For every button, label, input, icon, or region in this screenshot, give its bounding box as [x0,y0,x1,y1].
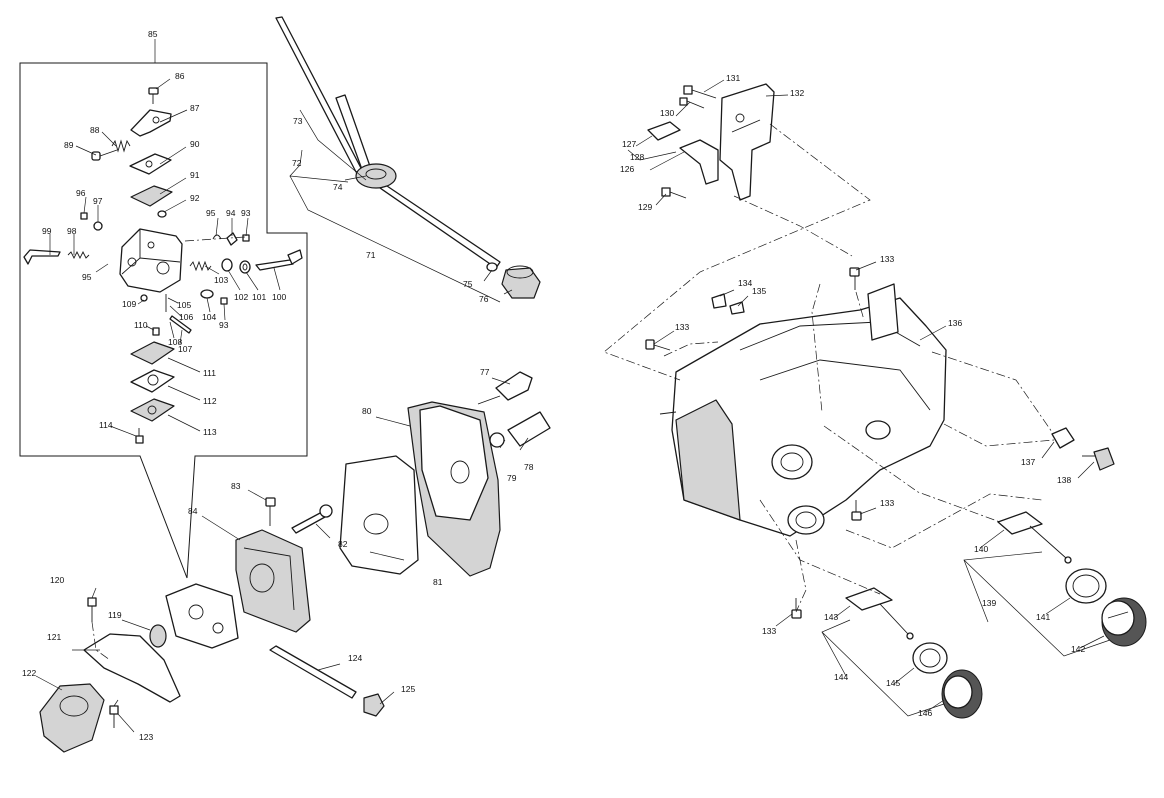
callout-label: 93 [241,208,251,218]
callout-label: 144 [834,672,848,682]
callout-label: 92 [190,193,200,203]
callout-label: 126 [620,164,634,174]
oil-pickup-hose-group [275,16,541,299]
callout-label: 104 [202,312,216,322]
callout-label: 79 [507,473,517,483]
callout-label: 120 [50,575,64,585]
callout-label: 111 [203,368,216,378]
callout-label: 135 [752,286,766,296]
callout-label: 133 [675,322,689,332]
callout-label: 122 [22,668,36,678]
crankcase-group [645,267,1115,619]
callout-label: 75 [463,279,473,289]
callout-label: 78 [524,462,534,472]
callout-label: 71 [366,250,376,260]
carburetor-intake-group [39,583,385,753]
tank-caps-group [845,511,1147,719]
callout-label: 95 [206,208,216,218]
callout-label: 95 [82,272,92,282]
callout-label: 89 [64,140,74,150]
callout-label: 74 [333,182,343,192]
callout-label: 105 [177,300,191,310]
callout-label: 131 [726,73,740,83]
callout-label: 101 [252,292,266,302]
callout-label: 96 [76,188,86,198]
callout-label: 136 [948,318,962,328]
guide-plate-group [647,83,775,201]
callout-label: 137 [1021,457,1035,467]
callout-label: 84 [188,506,198,516]
callout-label: 99 [42,226,52,236]
carburetor-detail-frame [19,39,308,579]
callout-label: 121 [47,632,61,642]
callout-label: 98 [67,226,77,236]
callout-label: 82 [338,539,348,549]
callout-label: 139 [982,598,996,608]
callout-label: 146 [918,708,932,718]
callout-label: 134 [738,278,752,288]
callout-label: 108 [168,337,182,347]
callout-label: 86 [175,71,185,81]
air-filter-cover-group [235,371,551,633]
callout-label: 91 [190,170,200,180]
carburetor-exploded-parts [23,87,303,444]
callout-label: 138 [1057,475,1071,485]
callout-label: 106 [179,312,193,322]
callout-label: 88 [90,125,100,135]
callout-label: 77 [480,367,490,377]
callout-label: 94 [226,208,236,218]
callout-label: 127 [622,139,636,149]
callout-label: 133 [762,626,776,636]
assembly-lines [91,123,1055,707]
callout-label: 72 [292,158,302,168]
callout-label: 129 [638,202,652,212]
callout-label: 133 [880,254,894,264]
callout-label: 123 [139,732,153,742]
callout-label: 114 [99,420,113,430]
callout-label: 107 [178,344,192,354]
callout-label: 85 [148,29,158,39]
callout-label: 76 [479,294,489,304]
callout-label: 145 [886,678,900,688]
callout-label: 93 [219,320,229,330]
callout-label: 132 [790,88,804,98]
callout-label: 81 [433,577,443,587]
callout-label: 142 [1071,644,1085,654]
callout-label: 119 [108,610,122,620]
callout-label: 141 [1036,612,1050,622]
callout-label: 124 [348,653,362,663]
callout-label: 109 [122,299,136,309]
callout-label: 128 [630,152,644,162]
callout-label: 110 [134,320,148,330]
callout-label: 113 [203,427,217,437]
callout-label: 143 [824,612,838,622]
callout-label: 102 [234,292,248,302]
callout-label: 140 [974,544,988,554]
callout-label: 90 [190,139,200,149]
callout-label: 133 [880,498,894,508]
callout-label: 130 [660,108,674,118]
callout-label: 83 [231,481,241,491]
callout-label: 80 [362,406,372,416]
callout-label: 87 [190,103,200,113]
callout-label: 125 [401,684,415,694]
callout-label: 103 [214,275,228,285]
callout-label: 97 [93,196,103,206]
callout-numbers: 71 72 73 74 75 76 77 78 79 80 81 82 83 84 85 86 87 88 89 90… [22,29,1085,742]
callout-label: 112 [203,396,217,406]
callout-label: 73 [293,116,303,126]
leader-lines [35,78,1111,733]
callout-label: 100 [272,292,286,302]
